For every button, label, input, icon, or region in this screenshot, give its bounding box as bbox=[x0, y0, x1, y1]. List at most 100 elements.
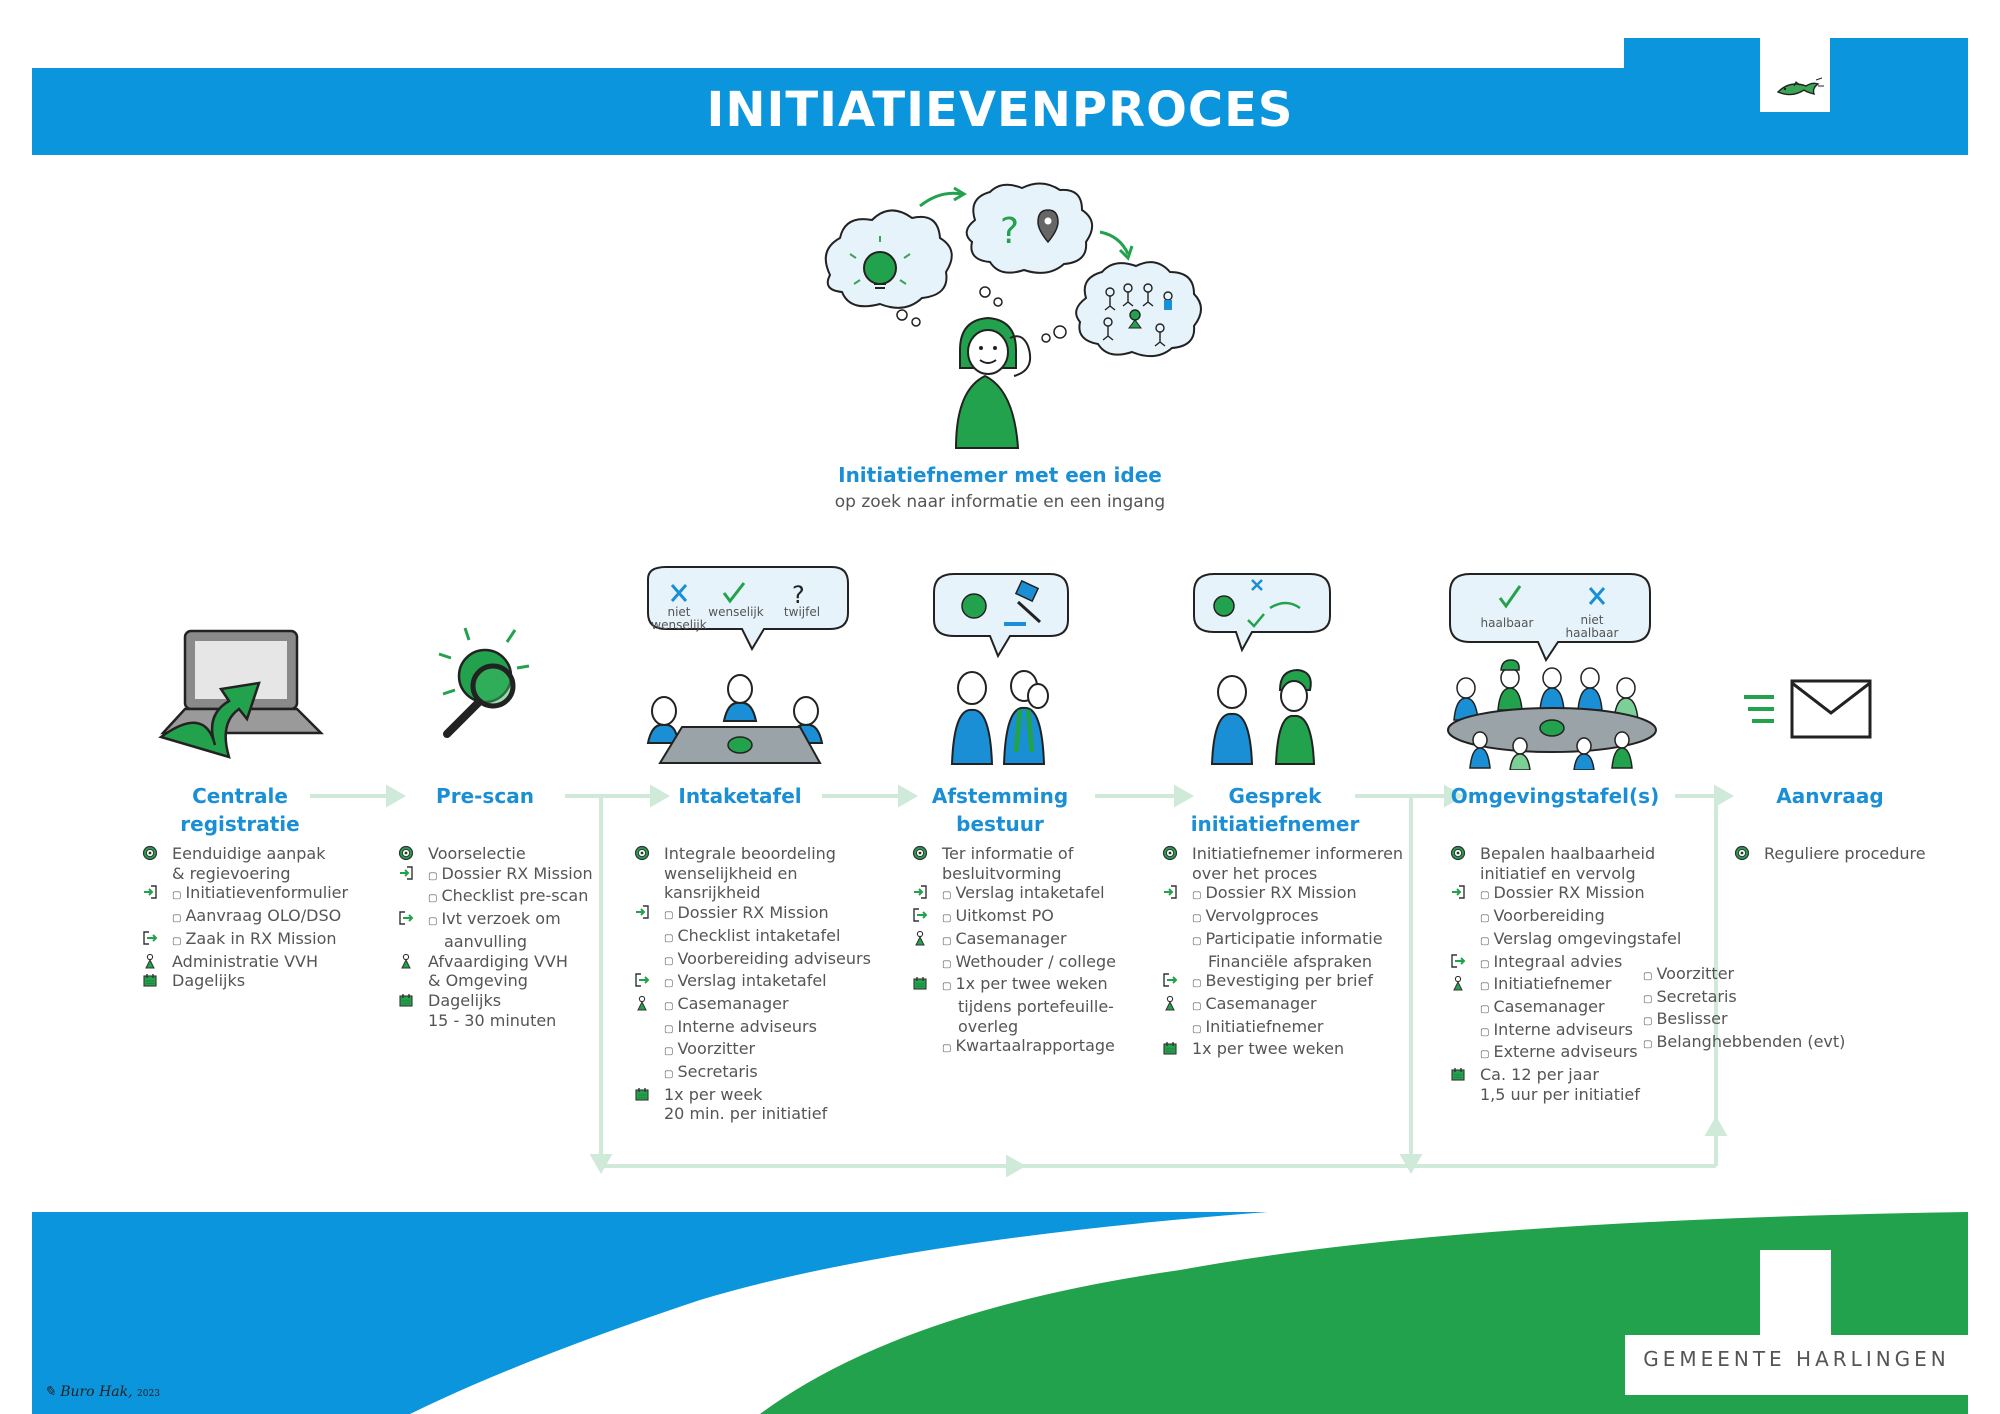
detail-line: Dossier RX Mission bbox=[1160, 883, 1403, 906]
detail-text: 20 min. per initiatief bbox=[664, 1104, 828, 1124]
step-title-line: Omgevingstafel(s) bbox=[1450, 784, 1660, 808]
step-details-pre-scan: VoorselectieDossier RX MissionChecklist … bbox=[396, 844, 593, 1030]
step-title-line: Pre-scan bbox=[436, 784, 534, 808]
detail-text: Secretaris bbox=[664, 1062, 757, 1085]
input-icon bbox=[632, 903, 652, 921]
detail-line: Voorselectie bbox=[396, 844, 593, 864]
output-icon bbox=[910, 906, 930, 924]
icon-spacer bbox=[1160, 1017, 1180, 1035]
step-title-aanvraag: Aanvraag bbox=[1760, 782, 1900, 810]
header-bar bbox=[32, 68, 1968, 155]
detail-line: Initiatiefnemer informeren bbox=[1160, 844, 1403, 864]
target-icon bbox=[396, 844, 416, 862]
logo-box bbox=[1760, 38, 1830, 112]
detail-text: Dossier RX Mission bbox=[428, 864, 592, 887]
detail-text: Aanvraag OLO/DSO bbox=[172, 906, 341, 929]
footer-logo-notch bbox=[1760, 1250, 1831, 1340]
input-icon bbox=[1448, 883, 1468, 901]
intaketafel-illustration: ? bbox=[646, 566, 849, 764]
calendar-icon bbox=[910, 974, 930, 992]
icon-spacer bbox=[910, 1017, 930, 1035]
thinking-person-illustration: ? bbox=[824, 182, 1202, 449]
detail-line: Verslag intaketafel bbox=[632, 971, 871, 994]
person-icon bbox=[1448, 974, 1468, 992]
icon-spacer bbox=[1160, 906, 1180, 924]
detail-text: 1x per week bbox=[664, 1084, 763, 1104]
detail-text: Bevestiging per brief bbox=[1192, 971, 1373, 994]
detail-text: Voorzitter bbox=[1643, 964, 1734, 987]
illustrator-credit: ✎ Buro Hak, 2023 bbox=[44, 1384, 160, 1400]
detail-text: Secretaris bbox=[1643, 987, 1736, 1010]
input-icon bbox=[1160, 883, 1180, 901]
detail-line: Integraal advies bbox=[1448, 952, 1681, 975]
detail-text: Ter informatie of bbox=[942, 844, 1074, 863]
detail-line: Ter informatie of bbox=[910, 844, 1116, 864]
thought-cloud-question: ? bbox=[965, 182, 1093, 307]
step-title-gesprek-initiatiefnemer: Gesprek initiatiefnemer bbox=[1180, 782, 1370, 838]
icon-spacer bbox=[632, 926, 652, 944]
detail-text: Verslag intaketafel bbox=[942, 883, 1104, 906]
bubble-label-twijfel: twijfel bbox=[783, 605, 821, 619]
icon-spacer bbox=[632, 1039, 652, 1057]
detail-line: Wethouder / college bbox=[910, 952, 1116, 975]
credit-year: 2023 bbox=[137, 1389, 160, 1399]
icon-spacer bbox=[632, 883, 652, 901]
step-title-pre-scan: Pre-scan bbox=[405, 782, 565, 810]
detail-text: over het proces bbox=[1192, 863, 1318, 883]
step-title-line: registratie bbox=[180, 812, 300, 836]
target-icon bbox=[1448, 844, 1468, 862]
step-title-afstemming-bestuur: Afstemming bestuur bbox=[910, 782, 1090, 838]
detail-line: over het proces bbox=[1160, 864, 1403, 884]
detail-line: Belanghebbenden (evt) bbox=[1643, 1032, 1845, 1055]
detail-line: Initiatiefnemer bbox=[1160, 1017, 1403, 1040]
detail-line: Externe adviseurs bbox=[1448, 1042, 1681, 1065]
municipality-name: GEMEENTE HARLINGEN bbox=[1643, 1347, 1950, 1371]
detail-text: Participatie informatie bbox=[1192, 929, 1382, 952]
detail-line: Zaak in RX Mission bbox=[140, 929, 348, 952]
detail-text: Initiatiefnemer bbox=[1480, 974, 1611, 997]
target-icon bbox=[910, 844, 930, 862]
input-icon bbox=[396, 864, 416, 882]
detail-line: Ivt verzoek om bbox=[396, 909, 593, 932]
detail-line: 20 min. per initiatief bbox=[632, 1104, 871, 1124]
detail-line: Bevestiging per brief bbox=[1160, 971, 1403, 994]
icon-spacer bbox=[140, 906, 160, 924]
detail-line: Dossier RX Mission bbox=[396, 864, 593, 887]
page-title: INITIATIEVENPROCES bbox=[706, 82, 1294, 138]
icon-spacer bbox=[140, 864, 160, 882]
detail-text: Beslisser bbox=[1643, 1009, 1727, 1032]
envelope-icon bbox=[1744, 679, 1872, 739]
detail-text: Casemanager bbox=[1480, 997, 1604, 1020]
detail-line: Reguliere procedure bbox=[1732, 844, 1926, 864]
icon-spacer bbox=[1448, 906, 1468, 924]
step-title-line: Centrale bbox=[192, 784, 288, 808]
detail-text: kansrijkheid bbox=[664, 883, 761, 903]
step-title-line: Gesprek bbox=[1228, 784, 1322, 808]
target-icon bbox=[632, 844, 652, 862]
detail-line: Voorzitter bbox=[1643, 964, 1845, 987]
detail-text: Financiële afspraken bbox=[1208, 951, 1373, 971]
detail-line: Initiatiefnemer bbox=[1448, 974, 1681, 997]
detail-text: 1,5 uur per initiatief bbox=[1480, 1084, 1640, 1104]
detail-line: Secretaris bbox=[1643, 987, 1845, 1010]
icon-spacer bbox=[632, 1017, 652, 1035]
detail-text: Initiatiefnemer bbox=[1192, 1017, 1323, 1040]
icon-spacer bbox=[910, 1036, 930, 1054]
calendar-icon bbox=[632, 1085, 652, 1103]
detail-text: Voorbereiding adviseurs bbox=[664, 949, 870, 972]
calendar-icon bbox=[1448, 1065, 1468, 1083]
pen-icon: ✎ bbox=[44, 1384, 56, 1400]
detail-text: Dossier RX Mission bbox=[1480, 883, 1644, 906]
detail-line: Integrale beoordeling bbox=[632, 844, 871, 864]
detail-text: Casemanager bbox=[664, 994, 788, 1017]
detail-line: Casemanager bbox=[632, 994, 871, 1017]
detail-text: Uitkomst PO bbox=[942, 906, 1053, 929]
output-icon bbox=[632, 971, 652, 989]
person-icon bbox=[140, 952, 160, 970]
detail-text: Ca. 12 per jaar bbox=[1480, 1065, 1599, 1085]
svg-text:?: ? bbox=[1000, 211, 1019, 252]
detail-text: Checklist pre-scan bbox=[428, 886, 588, 909]
